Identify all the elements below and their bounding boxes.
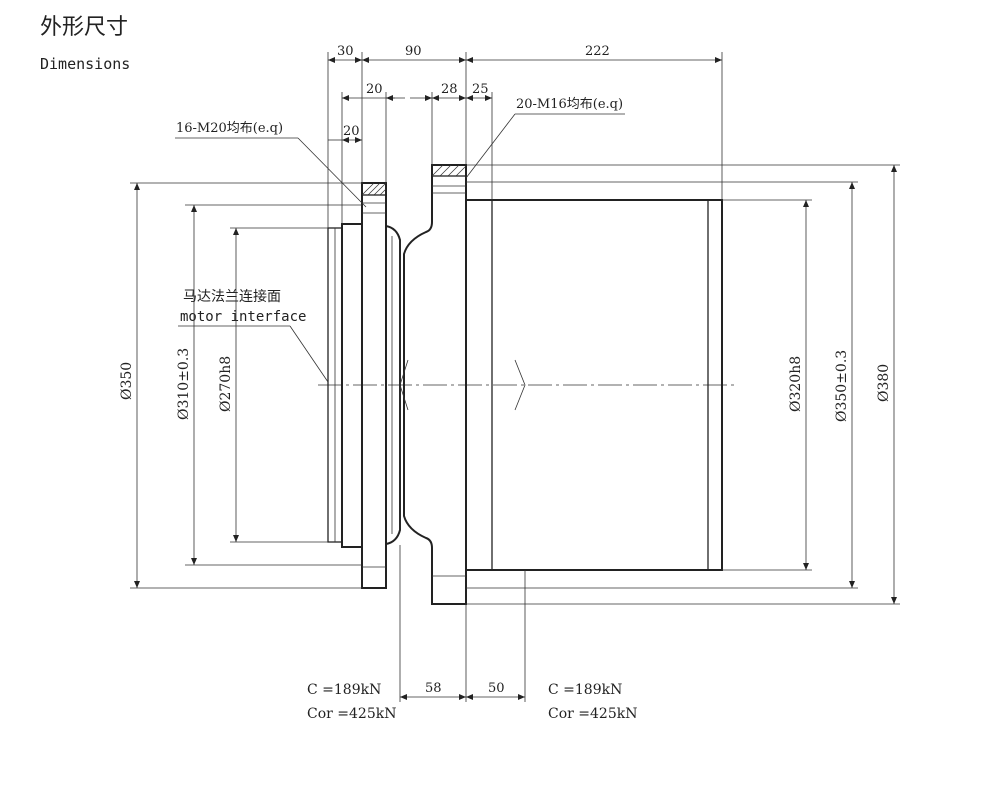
bolt-callout-left: 16-M20均布(e.q) — [176, 121, 283, 136]
dia-left-mid: Ø310±0.3 — [176, 348, 192, 420]
dim-20-lower: 20 — [343, 124, 360, 139]
motor-flange — [327, 182, 401, 589]
diameter-dimension-lines — [134, 165, 897, 604]
dim-28: 28 — [441, 82, 458, 97]
dia-right-inner: Ø320h8 — [788, 356, 804, 412]
top-dimension-lines — [328, 57, 722, 143]
dia-right-mid: Ø350±0.3 — [834, 350, 850, 422]
motor-interface-leader — [289, 325, 329, 383]
motor-interface-cn: 马达法兰连接面 — [183, 288, 281, 305]
dim-58: 58 — [425, 681, 442, 696]
dia-left-inner: Ø270h8 — [218, 356, 234, 412]
title-cn: 外形尺寸 — [40, 15, 128, 40]
load-left-c: C =189kN — [307, 682, 381, 698]
dim-90: 90 — [405, 44, 422, 59]
dia-left-outer: Ø350 — [119, 362, 135, 400]
bolt-callout-leaders — [175, 113, 625, 208]
load-left-cor: Cor =425kN — [307, 706, 396, 722]
dim-25: 25 — [472, 82, 489, 97]
bolt-callout-right: 20-M16均布(e.q) — [516, 97, 623, 112]
load-right-c: C =189kN — [548, 682, 622, 698]
drum-housing — [399, 164, 723, 605]
dia-right-outer: Ø380 — [876, 364, 892, 402]
dim-222: 222 — [585, 44, 610, 59]
dim-20-upper: 20 — [366, 82, 383, 97]
title-en: Dimensions — [40, 55, 130, 73]
dim-50: 50 — [488, 681, 505, 696]
motor-interface-en: motor interface — [180, 309, 306, 325]
dim-30: 30 — [337, 44, 354, 59]
load-right-cor: Cor =425kN — [548, 706, 637, 722]
extension-lines — [130, 52, 900, 702]
